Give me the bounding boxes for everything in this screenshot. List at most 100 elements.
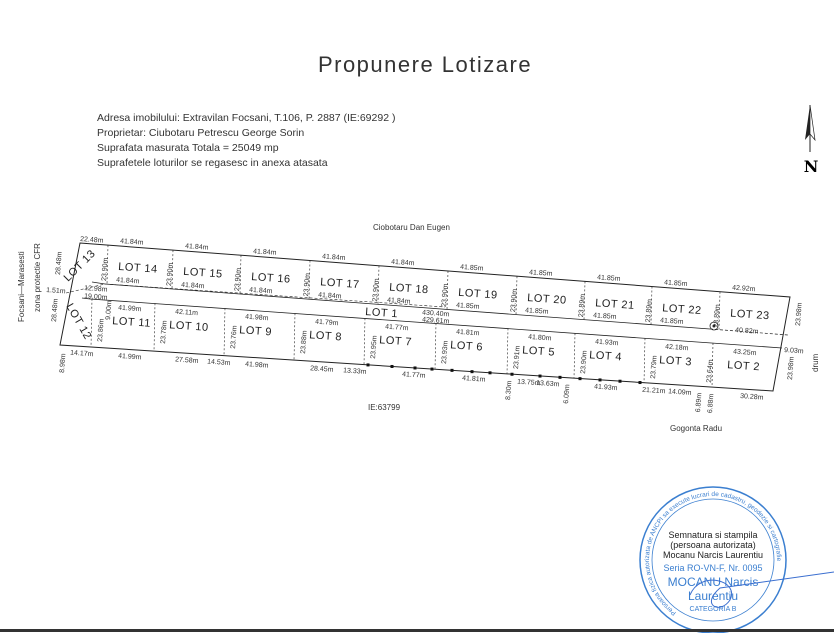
neighbor-west-1: Focsani—Marasesti <box>17 251 26 322</box>
dimension-label-vertical: 23.90m <box>101 257 110 281</box>
dimension-label: 12.98m <box>84 285 108 294</box>
lot-label: LOT 19 <box>458 287 498 302</box>
dimension-label: 41.84m <box>120 238 144 247</box>
dimension-label: 42.92m <box>732 285 756 294</box>
dimension-label: 30.28m <box>740 393 764 402</box>
north-arrow-icon <box>805 104 816 152</box>
lot-divider <box>153 303 156 352</box>
page-title: Propunere Lotizare <box>317 52 533 77</box>
lot-label: LOT 9 <box>239 324 273 338</box>
authorization-stamp: Persoana fizica autorizata de ANCPI sa e… <box>639 486 834 633</box>
page-bottom-border <box>0 629 834 632</box>
dimension-label-vertical: 9.00m <box>105 300 113 320</box>
dimension-label: 1.51m <box>46 287 66 295</box>
dimension-label: 41.98m <box>245 361 269 370</box>
lot-label: LOT 13 <box>62 248 98 284</box>
dimension-label: 41.81m <box>462 375 486 384</box>
dimension-label: 14.17m <box>70 350 94 359</box>
dimension-label-vertical: 23.93m <box>441 340 450 364</box>
dimension-label-vertical: 28.48m <box>55 251 64 275</box>
dimension-label: 41.93m <box>594 384 618 393</box>
dimension-label: 41.84m <box>253 248 277 257</box>
dimension-label: 40.82m <box>735 327 759 336</box>
lot-divider <box>293 313 296 361</box>
dimension-label: 22.48m <box>80 236 104 245</box>
note-line: Suprafetele loturilor se regasesc in ane… <box>97 157 328 169</box>
dimension-label-vertical: 8.98m <box>59 353 67 373</box>
dimension-label-vertical: 8.30m <box>505 380 513 400</box>
lot-label: LOT 21 <box>595 297 635 312</box>
boundary-marker <box>510 372 514 376</box>
survey-point-center <box>712 324 716 328</box>
dimension-label-vertical: 23.79m <box>650 355 659 379</box>
dimension-label: 41.77m <box>385 324 409 333</box>
dimension-label: 13.75m <box>517 379 541 388</box>
address-line: Adresa imobilului: Extravilan Focsani, T… <box>97 112 396 124</box>
neighbor-east: drum <box>811 353 820 372</box>
dimension-label: 41.85m <box>460 264 484 273</box>
dimension-label: 14.53m <box>207 359 231 368</box>
neighbor-south-ie: IE:63799 <box>368 403 401 412</box>
dimension-label: 13.33m <box>343 367 367 376</box>
north-label: N <box>804 157 819 176</box>
dimension-label: 9.03m <box>784 347 804 355</box>
boundary-marker <box>366 363 370 367</box>
dimension-label-vertical: 6.09m <box>563 384 571 404</box>
lot-divider <box>239 255 242 295</box>
boundary-marker <box>450 368 454 372</box>
lot-divider <box>308 260 311 300</box>
neighbor-north: Ciobotaru Dan Eugen <box>373 223 450 232</box>
dimension-label: 43.25m <box>733 349 757 358</box>
dimension-label: 41.99m <box>118 353 142 362</box>
dimension-label: 42.11m <box>175 309 198 318</box>
signature-stroke <box>689 571 834 608</box>
dimension-label-vertical: 23.89m <box>578 294 587 318</box>
dimension-label-vertical: 23.64m <box>706 359 715 383</box>
lot-label: LOT 22 <box>662 302 702 317</box>
lot-label: LOT 20 <box>527 292 567 307</box>
boundary-marker <box>413 366 417 370</box>
lot-label: LOT 8 <box>309 329 343 343</box>
dimension-label-vertical: 23.76m <box>230 325 239 349</box>
dimension-label-vertical: 23.90m <box>510 288 519 312</box>
boundary-marker <box>558 375 562 379</box>
survey-point-icon <box>709 321 719 331</box>
lot-label: LOT 16 <box>251 271 291 286</box>
lot-label: LOT 17 <box>320 276 360 291</box>
dimension-label: 41.99m <box>118 305 142 314</box>
dimension-label: 41.79m <box>315 319 339 328</box>
boundary-marker <box>638 381 642 385</box>
dimension-label: 13.63m <box>536 380 560 389</box>
dimension-label-vertical: 23.90m <box>166 262 175 286</box>
lot-divider <box>106 245 109 285</box>
dimension-label: 41.85m <box>660 317 684 326</box>
dimension-label-vertical: 23.90m <box>303 273 312 297</box>
lot-divider <box>515 276 518 315</box>
dimension-label: 41.84m <box>249 287 273 296</box>
dimension-label-vertical: 23.98m <box>787 356 796 380</box>
dimension-label-vertical: 23.86m <box>97 318 106 342</box>
lower-row-boundary <box>81 297 783 349</box>
dimension-label-vertical: 23.90m <box>580 350 589 374</box>
boundary-marker <box>618 379 622 383</box>
dimension-label-vertical: 6.88m <box>707 393 715 413</box>
property-info: Adresa imobilului: Extravilan Focsani, T… <box>97 111 395 171</box>
dimension-label: 19.00m <box>84 293 108 302</box>
lot13-dashed <box>65 283 106 294</box>
stamp-name-1: MOCANU Narcis <box>668 575 759 589</box>
dimension-label: 42.18m <box>665 344 689 353</box>
lot-label: LOT 23 <box>730 308 770 323</box>
dimension-label-vertical: 23.90m <box>372 278 381 302</box>
dimension-label: 41.93m <box>595 339 619 348</box>
dimension-label: 41.84m <box>116 277 140 286</box>
lot-divider <box>711 343 714 388</box>
signature-line-2: (persoana autorizata) <box>670 540 756 550</box>
lot-label: LOT 5 <box>522 344 556 358</box>
boundary-markers <box>366 363 642 385</box>
neighbor-south-east: Gogonta Radu <box>670 424 722 433</box>
dimension-label: 41.85m <box>529 269 553 278</box>
lot-label: LOT 18 <box>389 282 429 297</box>
lot-divider <box>363 318 366 365</box>
boundary-marker <box>578 377 582 381</box>
